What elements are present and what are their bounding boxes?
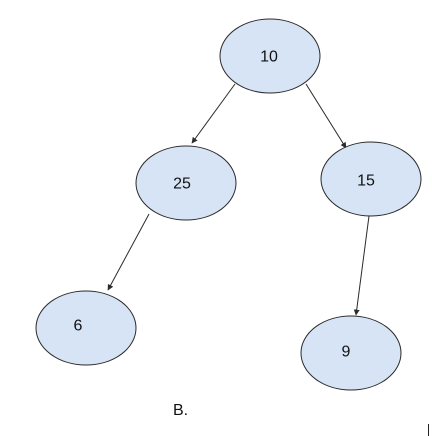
node-ellipse bbox=[320, 141, 422, 217]
text-cursor-mark bbox=[428, 424, 429, 436]
edge-10-to-15 bbox=[305, 83, 347, 149]
node-ellipse bbox=[135, 145, 237, 221]
tree-node-9: 9 bbox=[300, 315, 402, 391]
node-label: 9 bbox=[342, 344, 351, 361]
figure-caption: B. bbox=[173, 402, 189, 419]
node-ellipse bbox=[300, 315, 402, 391]
node-label: 10 bbox=[260, 49, 278, 66]
node-label: 25 bbox=[173, 176, 191, 193]
node-ellipse bbox=[219, 18, 321, 94]
node-label: 6 bbox=[74, 318, 83, 335]
edge-25-to-6 bbox=[107, 213, 150, 291]
node-label: 15 bbox=[357, 173, 375, 190]
tree-node-6: 6 bbox=[35, 290, 137, 366]
edge-10-to-25 bbox=[191, 83, 236, 144]
tree-node-10: 10 bbox=[219, 18, 321, 94]
tree-node-25: 25 bbox=[135, 145, 237, 221]
edge-15-to-9 bbox=[353, 215, 370, 316]
node-ellipse bbox=[35, 290, 137, 366]
tree-node-15: 15 bbox=[320, 141, 422, 217]
